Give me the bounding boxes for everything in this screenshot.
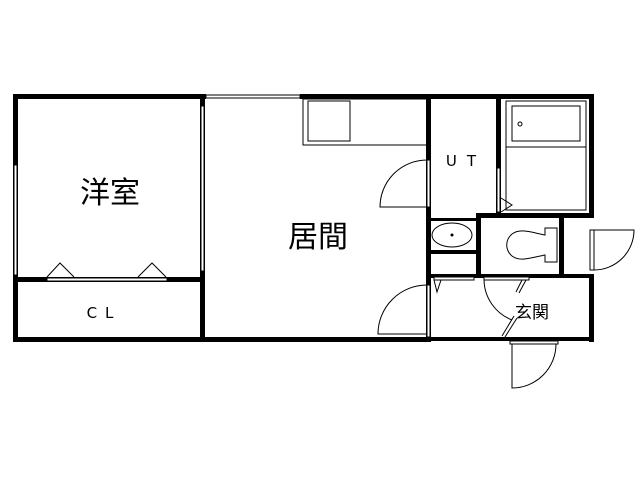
door-entrance-inner-icon	[483, 279, 513, 321]
door-entrance-main-icon	[511, 343, 557, 389]
room-label-utility: UT	[446, 152, 486, 170]
washbasin	[431, 222, 473, 248]
sink	[307, 100, 351, 142]
door-exterior-right-icon	[593, 229, 635, 271]
closet-door-right	[137, 262, 167, 278]
kitchen-counter	[302, 98, 428, 146]
closet-doors	[46, 277, 168, 282]
room-label-entrance: 玄関	[515, 303, 549, 323]
closet-door-left	[46, 262, 75, 278]
bathtub-area	[505, 100, 587, 211]
window-west	[13, 164, 18, 276]
door-living-ut-icon	[379, 159, 428, 208]
window-living-top	[205, 94, 301, 99]
wall-toilet-top	[476, 213, 594, 218]
toilet-icon	[506, 227, 558, 263]
sliding-partition	[200, 105, 205, 272]
room-label-closet: CL	[87, 304, 122, 322]
wall-ut-bath	[496, 94, 501, 214]
drain-icon	[517, 121, 523, 127]
door-entrance-opening	[426, 284, 431, 338]
bath-door-swing	[500, 197, 513, 213]
door-ut-opening	[426, 159, 431, 208]
wall-toilet-bottom	[428, 274, 594, 278]
room-label-living: 居間	[288, 220, 348, 255]
bath-door	[496, 167, 501, 213]
room-label-western: 洋室	[80, 176, 140, 211]
bathtub	[511, 105, 581, 142]
door-living-entrance-icon	[377, 284, 428, 335]
